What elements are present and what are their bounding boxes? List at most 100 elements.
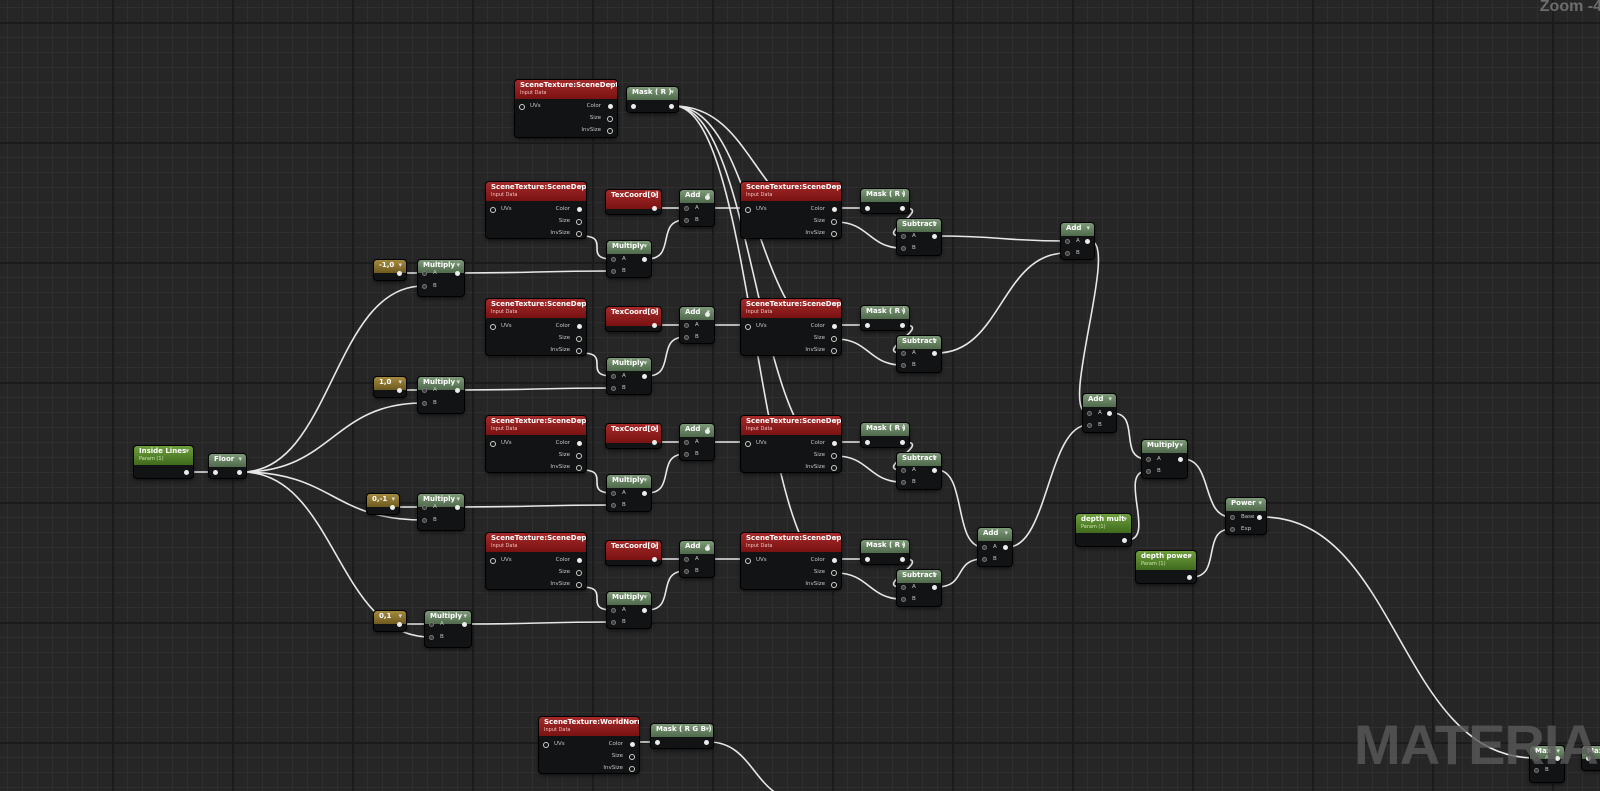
multiply-node-4-chevron-down-icon[interactable]: ▾ (463, 612, 467, 620)
floor-node-pin-out-connector[interactable] (237, 469, 242, 475)
wire-multiply-add-3[interactable] (646, 453, 686, 494)
wire-subtract4-add[interactable] (936, 558, 984, 588)
wire-size-subtract-3[interactable] (835, 455, 903, 483)
multiply-node-4b-pin-out-connector[interactable] (642, 607, 647, 613)
add-node-sum-1-pin-out-connector[interactable] (1085, 238, 1090, 244)
constant-node-2-chevron-down-icon[interactable]: ▾ (398, 378, 402, 386)
add-node-1-pin-out-connector[interactable] (705, 194, 710, 200)
scene-depth-node-top-pin-uvs-connector[interactable] (519, 103, 525, 110)
add-node-sum-3-pin-b-connector[interactable] (1087, 422, 1092, 428)
depth-mult-parameter-pin-out-connector[interactable] (1122, 537, 1127, 543)
add-node-2-pin-out-connector[interactable] (705, 311, 710, 317)
scene-depth-input-3-pin-size-connector[interactable] (576, 452, 582, 459)
add-node-2[interactable]: Add▾AB (680, 307, 714, 343)
scene-depth-input-2-pin-color-connector[interactable] (577, 323, 582, 329)
scene-depth-node-1-pin-size-connector[interactable] (831, 218, 837, 225)
scene-depth-input-1-pin-uvs-connector[interactable] (490, 206, 496, 213)
inside-lines-parameter-pin-out-connector[interactable] (184, 469, 189, 475)
multiply-node-1b-pin-out-connector[interactable] (642, 256, 647, 262)
scene-depth-node-3-pin-invsize-connector[interactable] (831, 464, 837, 471)
scene-depth-input-4-chevron-down-icon[interactable]: ▾ (578, 534, 582, 542)
multiply-node-2-pin-b-connector[interactable] (422, 400, 427, 406)
world-normal-node[interactable]: SceneTexture:WorldNormalInput Data▾UVsCo… (539, 717, 639, 773)
wire-multiply-add-1[interactable] (646, 219, 686, 260)
multiply-node-2b-chevron-down-icon[interactable]: ▾ (643, 359, 647, 367)
mask-r-node-1-pin-out-connector[interactable] (900, 205, 905, 211)
wire-add1-add3[interactable] (1078, 240, 1100, 414)
wire-multiply-power[interactable] (1182, 458, 1232, 518)
subtract-node-1-pin-a-connector[interactable] (901, 233, 906, 239)
subtract-node-4-pin-a-connector[interactable] (901, 584, 906, 590)
subtract-node-2-pin-out-connector[interactable] (932, 350, 937, 356)
depth-power-parameter-chevron-down-icon[interactable]: ▾ (1188, 552, 1192, 560)
wire-subtract2-add[interactable] (936, 252, 1067, 354)
scene-depth-node-3-pin-color-connector[interactable] (832, 440, 837, 446)
add-node-sum-1-pin-b-connector[interactable] (1065, 250, 1070, 256)
depth-mult-parameter-chevron-down-icon[interactable]: ▾ (1123, 515, 1127, 523)
scene-depth-node-2-pin-uvs-connector[interactable] (745, 323, 751, 330)
scene-depth-node-top-chevron-down-icon[interactable]: ▾ (609, 81, 613, 89)
power-node-pin-exp-connector[interactable] (1230, 526, 1235, 532)
add-node-sum-1-chevron-down-icon[interactable]: ▾ (1086, 224, 1090, 232)
mask-r-node-top-chevron-down-icon[interactable]: ▾ (670, 88, 674, 96)
world-normal-node-pin-color-connector[interactable] (630, 741, 635, 747)
multiply-node-1-chevron-down-icon[interactable]: ▾ (456, 261, 460, 269)
multiply-node-3-pin-a-connector[interactable] (422, 504, 427, 510)
scene-depth-node-1-pin-uvs-connector[interactable] (745, 206, 751, 213)
scene-depth-node-3-pin-uvs-connector[interactable] (745, 440, 751, 447)
texcoord-node-2-pin-out-connector[interactable] (652, 322, 657, 328)
inside-lines-parameter-chevron-down-icon[interactable]: ▾ (185, 447, 189, 455)
scene-depth-input-3-pin-color-connector[interactable] (577, 440, 582, 446)
constant-node-3[interactable]: 0,-1▾ (367, 494, 399, 514)
max-node-partial-pin-out-connector[interactable] (1586, 755, 1591, 761)
multiply-node-2b-pin-a-connector[interactable] (611, 373, 616, 379)
wire-size-subtract-4[interactable] (835, 572, 903, 600)
multiply-node-depth-pin-b-connector[interactable] (1146, 468, 1151, 474)
texcoord-node-1-chevron-down-icon[interactable]: ▾ (653, 191, 657, 199)
scene-depth-input-3-chevron-down-icon[interactable]: ▾ (578, 417, 582, 425)
multiply-node-2b-pin-b-connector[interactable] (611, 385, 616, 391)
floor-node[interactable]: Floor▾ (209, 454, 246, 478)
add-node-sum-2-pin-a-connector[interactable] (982, 544, 987, 550)
max-node-pin-a-connector[interactable] (1534, 755, 1539, 761)
wire-subtract3-add[interactable] (936, 469, 984, 548)
scene-depth-node-3-chevron-down-icon[interactable]: ▾ (833, 417, 837, 425)
scene-depth-input-4-pin-size-connector[interactable] (576, 569, 582, 576)
scene-depth-input-1-pin-invsize-connector[interactable] (576, 230, 582, 237)
add-node-sum-3-chevron-down-icon[interactable]: ▾ (1108, 395, 1112, 403)
multiply-node-4b-pin-b-connector[interactable] (611, 619, 616, 625)
world-normal-node-pin-uvs-connector[interactable] (543, 741, 549, 748)
wire-size-subtract-1[interactable] (835, 221, 903, 249)
wire-add3-multiply[interactable] (1111, 412, 1148, 460)
subtract-node-1-pin-out-connector[interactable] (932, 233, 937, 239)
texcoord-node-3-chevron-down-icon[interactable]: ▾ (653, 425, 657, 433)
mask-rgb-node[interactable]: Mask ( R G B )▾ (651, 724, 713, 748)
mask-r-node-top-pin-out-connector[interactable] (669, 103, 674, 109)
scene-depth-input-3-pin-uvs-connector[interactable] (490, 440, 496, 447)
texcoord-node-4[interactable]: TexCoord[0]▾ (606, 541, 661, 565)
scene-depth-node-top-pin-color-connector[interactable] (608, 103, 613, 109)
subtract-node-2-chevron-down-icon[interactable]: ▾ (933, 337, 937, 345)
subtract-node-2-pin-a-connector[interactable] (901, 350, 906, 356)
constant-node-1[interactable]: -1,0▾ (374, 260, 406, 280)
mask-r-node-1[interactable]: Mask ( R )▾ (861, 189, 909, 213)
texcoord-node-2[interactable]: TexCoord[0]▾ (606, 307, 661, 331)
add-node-sum-1-pin-a-connector[interactable] (1065, 238, 1070, 244)
wire-depthpower-power[interactable] (1191, 528, 1232, 578)
mask-r-node-3-pin-out-connector[interactable] (865, 439, 870, 445)
scene-depth-input-1-pin-color-connector[interactable] (577, 206, 582, 212)
multiply-node-2-pin-a-connector[interactable] (422, 387, 427, 393)
add-node-2-pin-b-connector[interactable] (684, 334, 689, 340)
mask-r-node-3[interactable]: Mask ( R )▾ (861, 423, 909, 447)
multiply-node-3-pin-b-connector[interactable] (422, 517, 427, 523)
